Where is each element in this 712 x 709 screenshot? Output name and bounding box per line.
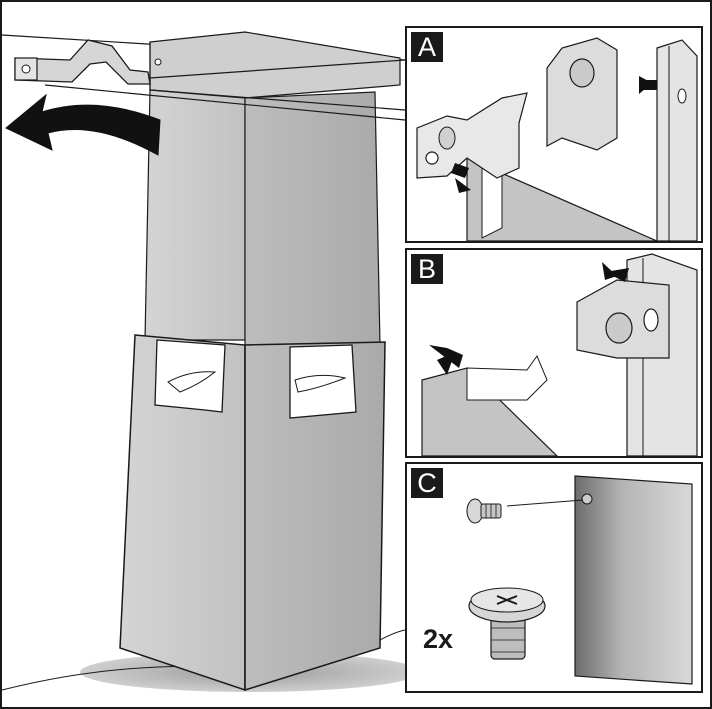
panel-a-label: A: [411, 32, 443, 62]
callout-line-top: [149, 59, 406, 79]
panel-b-illustration: [421, 253, 698, 456]
upper-duct: [144, 31, 401, 346]
panel-b: B: [405, 248, 703, 458]
tape-left: [154, 339, 226, 413]
panel-a-illustration: [416, 37, 698, 241]
panel-c-illustration: [466, 475, 693, 685]
large-screw-icon: [468, 587, 546, 660]
arrow-up-icon: [455, 178, 471, 193]
panel-c-label: C: [411, 468, 443, 498]
panel-c: C 2x: [405, 462, 703, 693]
ceiling-bracket: [14, 39, 162, 85]
tape-right: [289, 344, 357, 419]
small-screw-icon: [466, 498, 502, 524]
screw-quantity: 2x: [423, 624, 454, 654]
duct-side-panel: [574, 475, 693, 685]
panel-b-label: B: [411, 254, 443, 284]
panel-a: A: [405, 26, 703, 243]
callout-line-bottom: [44, 84, 406, 121]
lower-duct: [119, 334, 386, 692]
curved-arrow-left-icon: [5, 93, 161, 156]
